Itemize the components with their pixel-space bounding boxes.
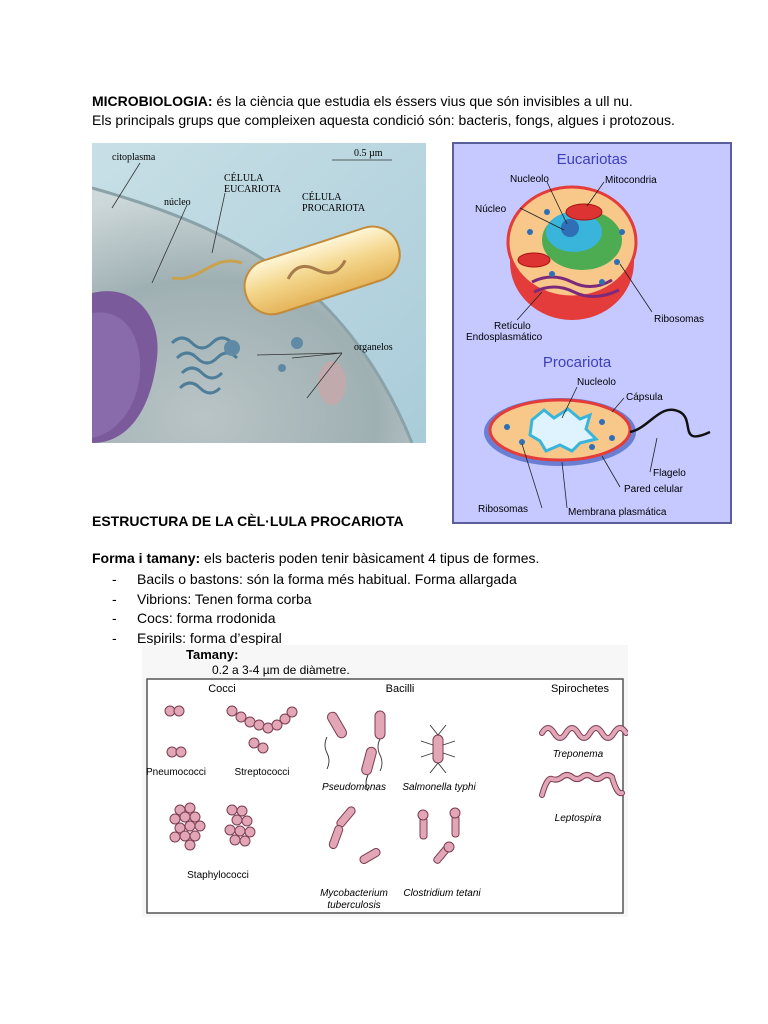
intro-line-2: Els principals grups que compleixen aque… <box>92 112 675 128</box>
eu-label-reticulo-1: Retículo <box>494 321 531 332</box>
cell-comparison-diagram: Eucariotas Nucleolo Mitocondria Núcleo R… <box>452 142 732 524</box>
eu-label-nucleo: Núcleo <box>475 204 507 215</box>
tamany-title: Tamany: <box>186 647 239 662</box>
species-salmonella: Salmonella typhi <box>402 782 476 793</box>
eu-label-mitocondria: Mitocondria <box>605 175 657 186</box>
species-treponema: Treponema <box>553 749 604 760</box>
species-mycobacterium-2: tuberculosis <box>327 900 380 911</box>
intro-line-1: MICROBIOLOGIA: és la ciència que estudia… <box>92 92 732 111</box>
label-nucleo: núcleo <box>164 197 191 208</box>
species-streptococci: Streptococci <box>234 767 289 778</box>
eu-label-ribosomas: Ribosomas <box>654 314 704 325</box>
label-citoplasma: citoplasma <box>112 152 156 163</box>
eu-label-reticulo-2: Endosplasmático <box>466 332 543 343</box>
forma-paragraph: Forma i tamany: els bacteris poden tenir… <box>92 549 539 568</box>
label-procariota-1: CÉLULA <box>302 191 342 203</box>
structure-heading: ESTRUCTURA DE LA CÈL·LULA PROCARIOTA <box>92 513 404 529</box>
species-pseudomonas: Pseudomonas <box>322 782 386 793</box>
species-mycobacterium-1: Mycobacterium <box>320 888 388 899</box>
list-item: Cocs: forma rrodonida <box>112 609 517 629</box>
column-bacilli: Bacilli <box>386 683 415 695</box>
intro-paragraph: MICROBIOLOGIA: és la ciència que estudia… <box>92 92 732 130</box>
species-leptospira: Leptospira <box>555 813 602 824</box>
microbiologia-term: MICROBIOLOGIA: <box>92 93 213 109</box>
pro-label-membrana: Membrana plasmática <box>568 507 667 518</box>
label-scale: 0.5 µm <box>354 148 383 159</box>
pro-label-nucleolo: Nucleolo <box>577 377 616 388</box>
procariota-title: Procariota <box>543 354 612 371</box>
label-eucariota-2: EUCARIOTA <box>224 184 282 195</box>
label-organelos: organelos <box>354 342 393 353</box>
tamany-value: 0.2 a 3-4 µm de diàmetre. <box>212 663 350 677</box>
shape-list: Bacils o bastons: són la forma més habit… <box>112 570 517 648</box>
list-item: Bacils o bastons: són la forma més habit… <box>112 570 517 590</box>
forma-text: els bacteris poden tenir bàsicament 4 ti… <box>200 550 540 566</box>
eucariotas-title: Eucariotas <box>557 151 628 168</box>
eu-label-nucleolo: Nucleolo <box>510 174 549 185</box>
pro-label-flagelo: Flagelo <box>653 468 686 479</box>
column-spirochetes: Spirochetes <box>551 683 610 695</box>
column-cocci: Cocci <box>208 683 236 695</box>
microbiologia-definition: és la ciència que estudia els éssers viu… <box>212 93 633 109</box>
species-clostridium: Clostridium tetani <box>403 888 481 899</box>
species-staphylococci: Staphylococci <box>187 870 249 881</box>
list-item: Espirils: forma d’espiral <box>112 629 517 649</box>
forma-term: Forma i tamany: <box>92 550 201 566</box>
pro-label-pared: Pared celular <box>624 484 684 495</box>
list-item: Vibrions: Tenen forma corba <box>112 590 517 610</box>
bacteria-shapes-figure: Tamany: 0.2 a 3-4 µm de diàmetre. Cocci … <box>142 645 628 917</box>
pro-label-ribosomas: Ribosomas <box>478 504 528 515</box>
cell-photo-illustration: citoplasma 0.5 µm núcleo CÉLULA EUCARIOT… <box>92 143 426 443</box>
pro-label-capsula: Cápsula <box>626 392 663 403</box>
label-procariota-2: PROCARIOTA <box>302 203 366 214</box>
label-eucariota-1: CÉLULA <box>224 172 264 184</box>
species-pneumococci: Pneumococci <box>146 767 206 778</box>
